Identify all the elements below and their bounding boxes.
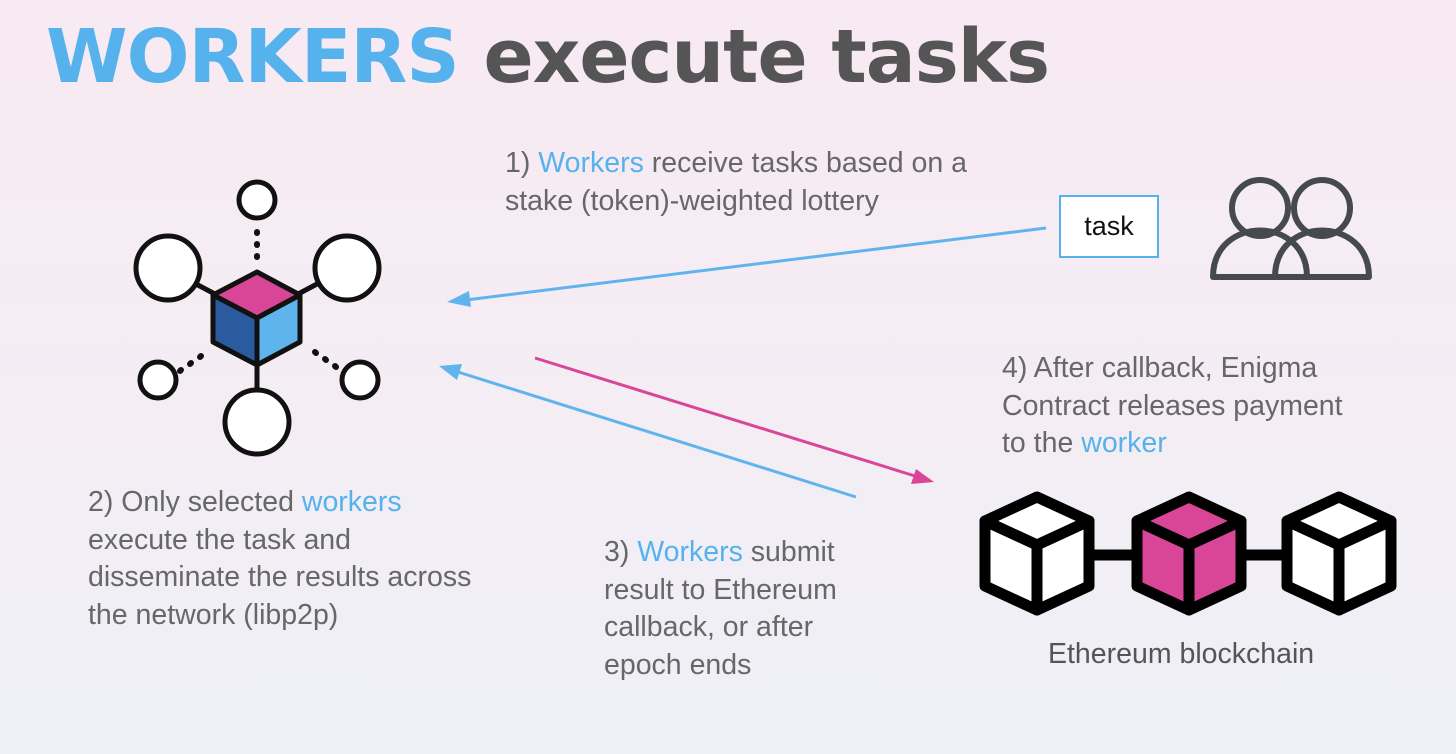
title-rest: execute tasks (458, 14, 1050, 100)
users-icon (1210, 177, 1372, 280)
task-box: task (1059, 195, 1159, 258)
title-highlight: WORKERS (46, 14, 460, 100)
blockchain-icon (979, 491, 1397, 616)
chain-label: Ethereum blockchain (1048, 638, 1315, 670)
block-1-icon (979, 491, 1095, 616)
step2-text: 2) Only selected workers execute the tas… (88, 486, 472, 631)
block-2-icon (1131, 491, 1247, 616)
worker-network-icon (133, 179, 382, 457)
step3-text: 3) Workers submit result to Ethereum cal… (604, 536, 837, 681)
step2-highlight: workers (301, 486, 402, 518)
page-title: WORKERS execute tasks (46, 20, 1050, 94)
step1-highlight: Workers (538, 147, 644, 179)
task-label: task (1084, 211, 1134, 241)
arrow-chain-to-workers (439, 364, 857, 499)
arrow-workers-to-chain (534, 356, 934, 484)
arrow-task-to-workers (447, 226, 1047, 307)
step3-highlight: Workers (637, 536, 743, 568)
step4-text: 4) After callback, Enigma Contract relea… (1002, 352, 1343, 459)
block-3-icon (1281, 491, 1397, 616)
step1-text: 1) Workers receive tasks based on a stak… (505, 147, 968, 217)
step4-highlight: worker (1081, 427, 1167, 459)
